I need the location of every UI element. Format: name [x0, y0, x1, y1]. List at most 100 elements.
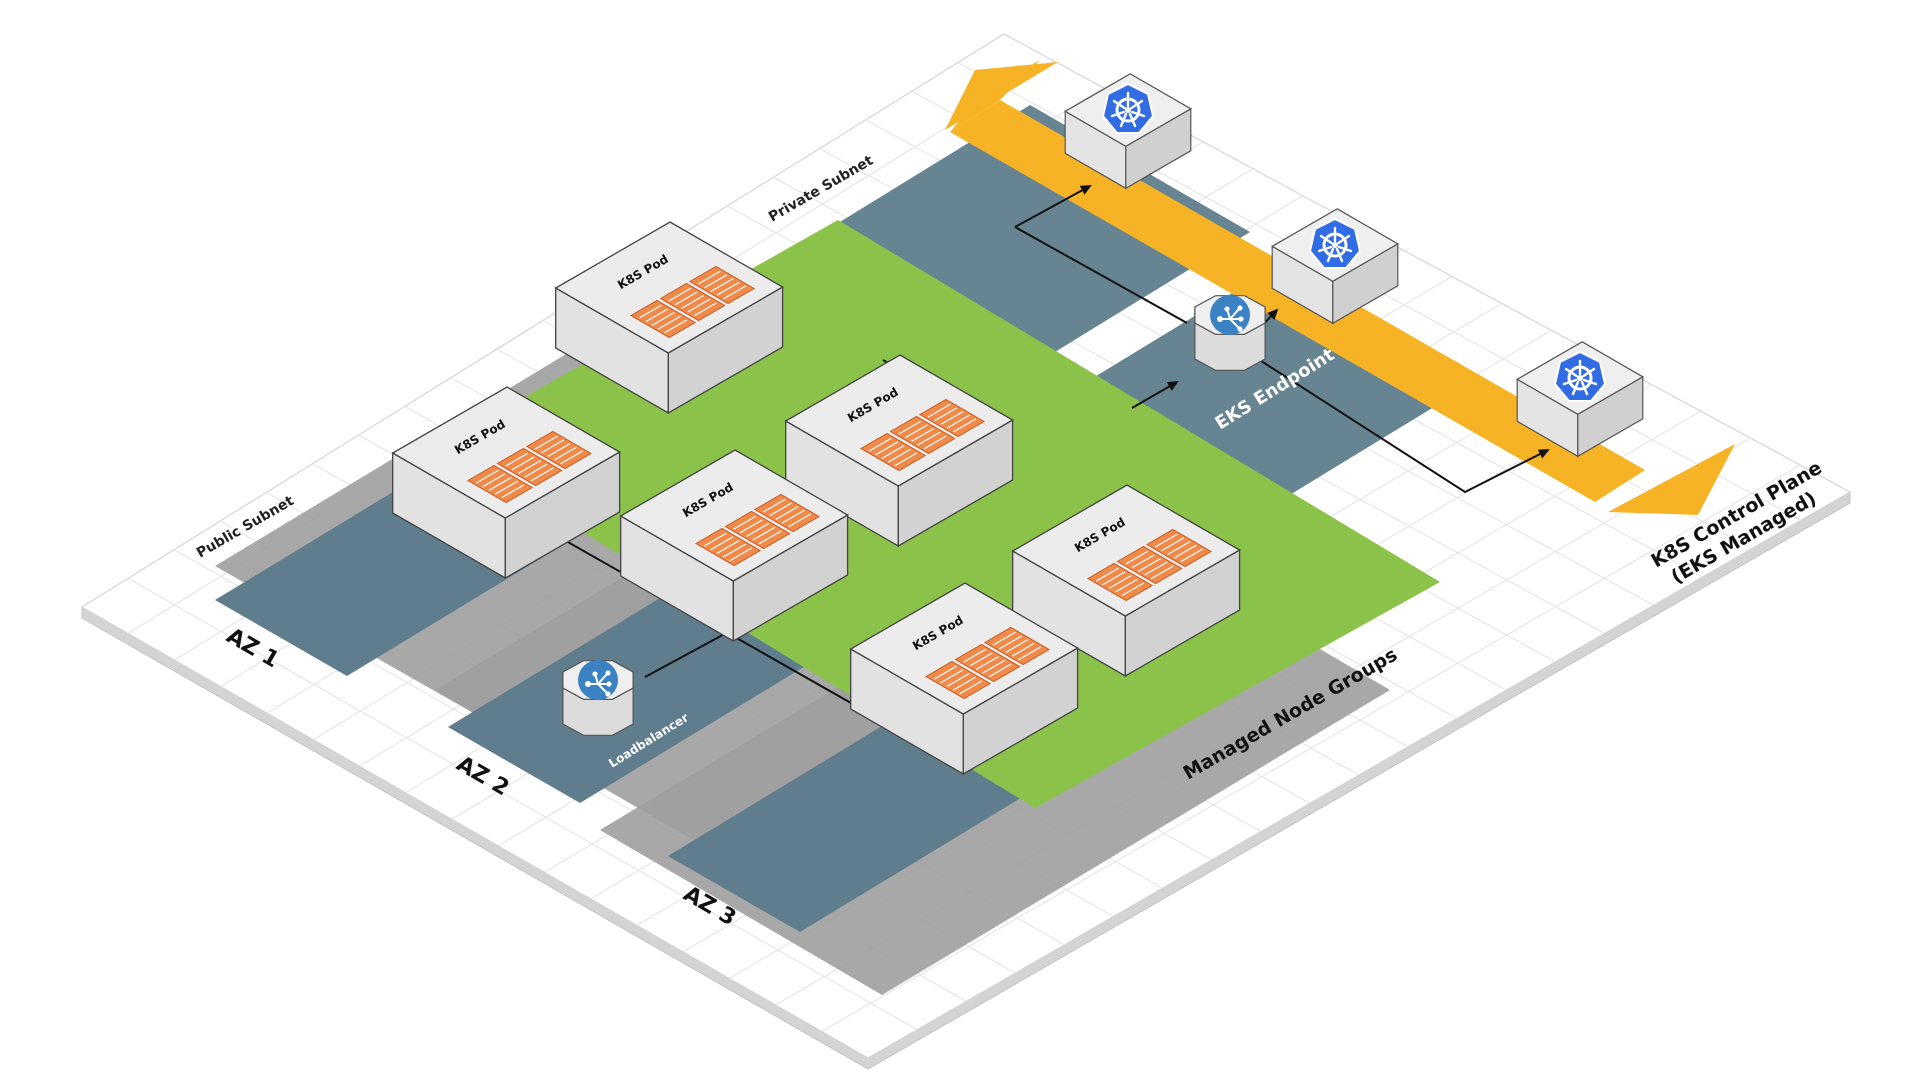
k8s-pod: K8S Pod	[391, 386, 621, 580]
k8s-master-node	[1515, 341, 1645, 458]
container-stripe	[1018, 646, 1042, 661]
container-stripe	[716, 281, 740, 296]
container-stripe	[1173, 544, 1197, 559]
container-stripe	[1121, 582, 1145, 597]
container-stripe	[722, 543, 746, 558]
k8s-pod: K8S Pod	[619, 449, 849, 643]
container-stripe	[703, 532, 727, 547]
private-subnet-upper-area	[835, 105, 1250, 352]
container-stripe	[894, 452, 918, 467]
container-stripe	[917, 431, 941, 446]
container-stripe	[530, 467, 554, 482]
container-stripe	[988, 663, 1012, 678]
container-stripe	[758, 530, 782, 545]
container-stripe	[946, 414, 970, 429]
container-stripe	[697, 270, 721, 285]
container-stripe	[511, 456, 535, 471]
container-stripe	[541, 439, 565, 454]
container-stripe	[547, 442, 571, 458]
container-stack-icon	[859, 398, 986, 472]
container-stripe	[992, 631, 1016, 646]
container-stripe	[982, 659, 1006, 674]
container-stripe	[553, 446, 577, 461]
container-stripe	[959, 680, 983, 695]
container-stripe	[868, 437, 892, 452]
container-stripe	[1161, 537, 1185, 552]
pod-top-face	[784, 354, 1014, 487]
container-stack-icon	[466, 430, 593, 504]
container-stripe	[1125, 550, 1149, 565]
k8s-pod: K8S Pod	[849, 582, 1079, 776]
container-stripe	[904, 424, 928, 439]
container-stripe	[788, 513, 812, 528]
container-stripe	[482, 473, 506, 488]
container-stripe	[638, 304, 662, 319]
pod-top-face	[849, 582, 1079, 715]
container-stack-icon	[1086, 528, 1213, 602]
container-stack-icon	[694, 493, 821, 567]
container-stripe	[927, 403, 951, 418]
container-stripe	[560, 450, 584, 465]
container-stripe	[1180, 548, 1204, 563]
container-stripe	[1144, 561, 1168, 576]
container-stripe	[704, 274, 728, 289]
container-stripe	[1005, 638, 1029, 654]
container-stripe	[898, 420, 922, 435]
container-stack-icon	[924, 626, 1051, 700]
route-to-k8s-master-1	[1014, 185, 1092, 228]
container-stripe	[664, 319, 688, 334]
loadbalancer-icon	[577, 659, 619, 701]
container-stripe	[940, 669, 964, 684]
container-stripe	[723, 285, 747, 300]
container-stripe	[1095, 567, 1119, 582]
pod-top-face	[619, 449, 849, 582]
k8s-pod: K8S Pod	[1011, 484, 1241, 678]
container-stripe	[716, 539, 740, 555]
container-stripe	[1131, 554, 1155, 569]
control-plane-arrow-left-tip	[945, 62, 1058, 130]
container-stripe	[769, 502, 793, 517]
container-stripe	[739, 519, 763, 534]
container-stripe	[693, 302, 717, 317]
container-stripe	[1167, 540, 1191, 556]
container-stripe	[534, 435, 558, 450]
container-stripe	[687, 298, 711, 313]
container-stripe	[674, 291, 698, 306]
control-plane-arrow-right-tip	[1608, 444, 1735, 515]
container-stripe	[969, 652, 993, 667]
container-stripe	[1114, 578, 1138, 593]
container-stripe	[1154, 533, 1178, 548]
container-stripe	[517, 459, 542, 475]
container-stripe	[710, 536, 734, 551]
container-stripe	[953, 418, 977, 433]
container-stripe	[524, 463, 548, 478]
eks-endpoint	[1194, 294, 1266, 371]
container-stripe	[887, 448, 911, 463]
container-stripe	[680, 294, 705, 310]
pod-to-endpoint-arrow	[1131, 380, 1179, 409]
container-stripe	[475, 469, 499, 484]
container-stripe	[952, 676, 976, 691]
container-stripe	[910, 427, 935, 443]
container-stripe	[940, 410, 964, 426]
container-stripe	[1102, 571, 1126, 586]
container-stripe	[875, 441, 899, 456]
container-stripe	[934, 407, 958, 422]
container-stripe	[651, 311, 675, 327]
k8s-master-node	[1063, 73, 1193, 190]
k8s-master-node	[1270, 208, 1400, 325]
container-stripe	[501, 484, 525, 499]
container-stripe	[1108, 574, 1132, 590]
container-stripe	[781, 509, 805, 524]
endpoint-icons	[562, 294, 1266, 736]
control-plane-nodes	[1063, 73, 1645, 458]
container-stripe	[494, 480, 518, 495]
container-stripe	[946, 672, 970, 688]
container-stripe	[999, 635, 1023, 650]
container-stripe	[1137, 557, 1162, 573]
container-stripe	[933, 665, 957, 680]
container-stripe	[733, 515, 757, 530]
container-stripe	[729, 547, 753, 562]
